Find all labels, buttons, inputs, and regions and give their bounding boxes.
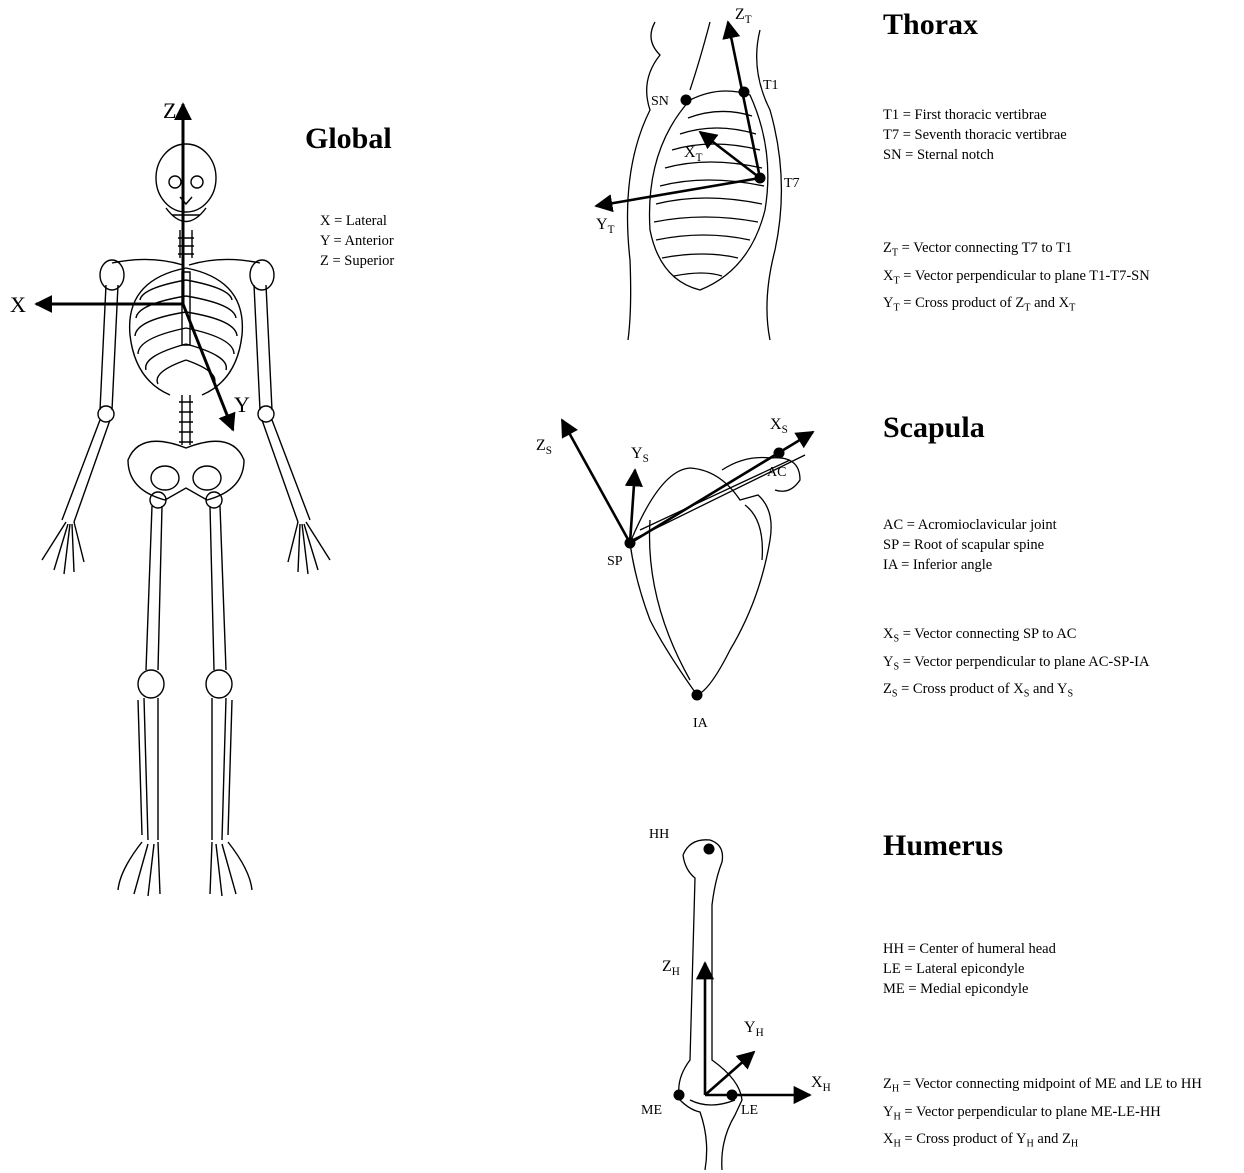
- humerus-landmark-definition: LE = Lateral epicondyle: [883, 959, 1056, 979]
- scapula-vector-definition: ZS = Cross product of XS and YS: [883, 678, 1149, 706]
- thorax-landmark-t1: T1: [763, 78, 779, 94]
- humerus-landmark-definitions: HH = Center of humeral head LE = Lateral…: [883, 939, 1056, 999]
- thorax-x-axis-label: XT: [684, 144, 702, 164]
- global-title: Global: [305, 122, 392, 156]
- scapula-vector-definition: XS = Vector connecting SP to AC: [883, 623, 1149, 651]
- thorax-y-axis-label: YT: [596, 216, 614, 236]
- thorax-landmark-definition: T1 = First thoracic vertibrae: [883, 105, 1067, 125]
- global-definition: Y = Anterior: [320, 231, 394, 251]
- humerus-landmark-hh: HH: [649, 827, 669, 843]
- thorax-landmark-definition: SN = Sternal notch: [883, 145, 1067, 165]
- skeleton-illustration: [42, 144, 330, 896]
- global-definition: Z = Superior: [320, 251, 394, 271]
- thorax-title: Thorax: [883, 8, 978, 42]
- humerus-title: Humerus: [883, 829, 1003, 863]
- scapula-vector-definitions: XS = Vector connecting SP to AC YS = Vec…: [883, 623, 1149, 706]
- humerus-x-axis-label: XH: [811, 1074, 831, 1094]
- humerus-vector-definition: YH = Vector perpendicular to plane ME-LE…: [883, 1101, 1202, 1129]
- thorax-landmark-definitions: T1 = First thoracic vertibrae T7 = Seven…: [883, 105, 1067, 165]
- humerus-z-axis-label: ZH: [662, 958, 680, 978]
- humerus-landmark-me: ME: [641, 1103, 662, 1119]
- scapula-landmark-definition: SP = Root of scapular spine: [883, 535, 1057, 555]
- humerus-vector-definitions: ZH = Vector connecting midpoint of ME an…: [883, 1073, 1202, 1156]
- global-y-axis-label: Y: [234, 392, 250, 418]
- humerus-vector-definition: ZH = Vector connecting midpoint of ME an…: [883, 1073, 1202, 1101]
- humerus-vector-definition: XH = Cross product of YH and ZH: [883, 1128, 1202, 1156]
- thorax-vector-definition: ZT = Vector connecting T7 to T1: [883, 237, 1150, 265]
- thorax-landmark-t7: T7: [784, 176, 800, 192]
- scapula-landmark-definition: AC = Acromioclavicular joint: [883, 515, 1057, 535]
- scapula-landmark-points: [625, 448, 785, 701]
- humerus-landmark-le: LE: [741, 1103, 758, 1119]
- thorax-vector-definition: XT = Vector perpendicular to plane T1-T7…: [883, 265, 1150, 293]
- scapula-axes: [562, 420, 813, 543]
- scapula-vector-definition: YS = Vector perpendicular to plane AC-SP…: [883, 651, 1149, 679]
- scapula-landmark-sp: SP: [607, 554, 623, 570]
- humerus-landmark-definition: HH = Center of humeral head: [883, 939, 1056, 959]
- thorax-z-axis-label: ZT: [735, 6, 752, 26]
- humerus-landmark-definition: ME = Medial epicondyle: [883, 979, 1056, 999]
- scapula-x-axis-label: XS: [770, 416, 788, 436]
- global-definitions: X = Lateral Y = Anterior Z = Superior: [320, 211, 394, 271]
- scapula-landmark-ia: IA: [693, 716, 708, 732]
- scapula-y-axis-label: YS: [631, 445, 649, 465]
- thorax-landmark-definition: T7 = Seventh thoracic vertibrae: [883, 125, 1067, 145]
- thorax-vector-definition: YT = Cross product of ZT and XT: [883, 292, 1150, 320]
- thorax-vector-definitions: ZT = Vector connecting T7 to T1 XT = Vec…: [883, 237, 1150, 320]
- global-z-axis-label: Z: [163, 98, 176, 124]
- thorax-landmark-sn: SN: [651, 94, 669, 110]
- humerus-y-axis-label: YH: [744, 1019, 764, 1039]
- scapula-z-axis-label: ZS: [536, 437, 552, 457]
- scapula-landmark-definition: IA = Inferior angle: [883, 555, 1057, 575]
- scapula-landmark-ac: AC: [767, 465, 786, 481]
- scapula-title: Scapula: [883, 411, 985, 445]
- scapula-landmark-definitions: AC = Acromioclavicular joint SP = Root o…: [883, 515, 1057, 575]
- global-axes: [36, 104, 233, 430]
- humerus-illustration: [679, 840, 742, 1170]
- global-definition: X = Lateral: [320, 211, 394, 231]
- global-x-axis-label: X: [10, 292, 26, 318]
